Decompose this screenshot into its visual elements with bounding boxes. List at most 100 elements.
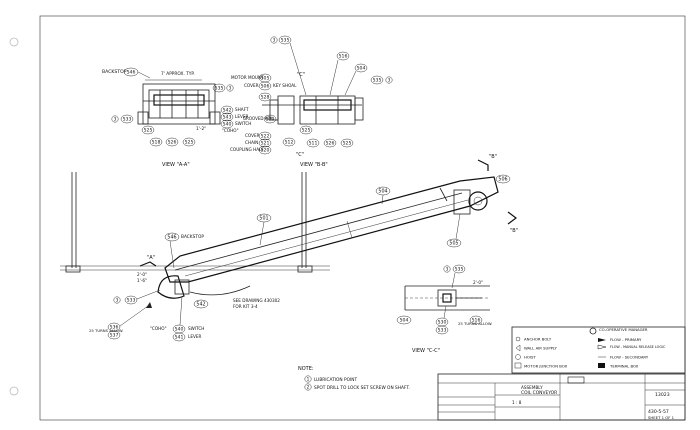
coho-label: "COHO" <box>222 128 239 133</box>
scale-value: 1 : 8 <box>512 400 522 405</box>
part-tag-520-oval <box>258 145 272 155</box>
legend-right-2: FLOW - SECONDARY <box>610 355 649 360</box>
leader-line <box>136 289 161 300</box>
part-tag-526-oval <box>165 137 179 147</box>
leader-line <box>455 213 461 240</box>
key-shoal-label: KEY SHOAL <box>273 83 297 88</box>
part-tag-542-oval <box>220 105 234 115</box>
note-circle <box>443 265 451 273</box>
section-mark-b <box>507 211 517 225</box>
part-tag-506: 506 <box>498 177 507 183</box>
part-tag-516: 516 <box>472 318 481 324</box>
leader-line <box>381 194 384 205</box>
part-tag-541-oval <box>172 332 186 342</box>
roller-housing <box>148 89 210 119</box>
motor-mount-label: MOTOR MOUNT <box>231 75 264 80</box>
part-tag-511-oval <box>306 138 320 148</box>
anchor-bolt-icon <box>515 336 521 342</box>
note-circle <box>385 76 393 84</box>
bearing-left <box>137 111 149 125</box>
company-logo <box>567 376 585 384</box>
part-tag-529-oval <box>263 114 277 124</box>
drive-motor-box <box>453 189 471 215</box>
coupling <box>269 99 279 121</box>
part-tag-525b-oval <box>340 138 354 148</box>
part-tag-535: 535 <box>215 86 224 92</box>
note-2-text: SPOT DRILL TO LOCK SET SCREW ON SHAFT. <box>314 385 410 391</box>
leader-line <box>119 305 149 327</box>
part-tag-535-oval <box>212 83 226 93</box>
part-tag-525: 525 <box>144 128 153 134</box>
part-tag-528-oval <box>258 92 272 102</box>
part-tag-525-oval <box>141 125 155 135</box>
part-tag-542-oval <box>193 299 209 309</box>
section-c-label-bottom: "C" <box>296 152 304 158</box>
legend-right-1: FLOW - MANUAL RELEASE LOGIC <box>610 345 666 349</box>
leader-line <box>289 42 307 96</box>
flow-manual-icon <box>597 344 607 350</box>
binder-hole-top <box>9 37 19 47</box>
note-circle <box>226 84 234 92</box>
leader-line <box>179 295 183 326</box>
note-circle <box>113 296 121 304</box>
conveyor-frame <box>164 176 499 283</box>
part-tag-535-oval <box>278 35 292 45</box>
shaft-label: SHAFT <box>235 107 249 112</box>
company-logo-circle <box>589 327 597 335</box>
title-block: ASSEMBLY COIL CONVEYOR 1 : 8 13023 430-5… <box>437 373 686 421</box>
part-tag-525: 525 <box>343 141 352 147</box>
part-tag-520: 520 <box>261 148 270 154</box>
part-tag-504: 504 <box>378 189 387 195</box>
frame-joint <box>439 187 448 202</box>
note-number-3: 3 <box>273 38 276 44</box>
leader-line <box>137 71 151 79</box>
note-1-number: 1 <box>307 377 310 383</box>
note-number-3: 3 <box>114 117 117 123</box>
part-tag-518: 518 <box>152 140 161 146</box>
junction-box-icon <box>514 362 522 369</box>
part-tag-546-oval <box>164 232 180 242</box>
cover-2-label: COVER <box>245 133 260 138</box>
tail-bracket <box>174 279 190 295</box>
part-tag-516-oval <box>469 315 483 325</box>
head-pulley <box>468 191 488 211</box>
section-mark-b <box>477 159 489 171</box>
part-tag-543-oval <box>220 112 234 122</box>
part-tag-537-oval <box>107 330 121 340</box>
part-tag-542: 542 <box>196 302 205 308</box>
grooved-key-label: GROOVED KEY <box>243 116 273 121</box>
part-tag-535: 535 <box>281 38 290 44</box>
leader-line <box>344 70 357 96</box>
binder-hole-bottom <box>9 386 19 396</box>
head-pulley-hub <box>473 196 483 206</box>
leader-arrow <box>146 302 152 308</box>
part-tag-540-oval <box>220 119 234 129</box>
section-c-label-top: "C" <box>297 72 305 78</box>
lever-arm <box>189 285 251 296</box>
part-tag-536: 536 <box>110 325 119 331</box>
frame-joint <box>346 220 353 239</box>
gear-motor <box>277 95 295 125</box>
legend-right-0: FLOW - PRIMARY <box>610 337 642 342</box>
part-tag-505: 505 <box>261 76 270 82</box>
notes-block: NOTE: 1 LUBRICATION POINT 2 SPOT DRILL T… <box>298 366 410 391</box>
turns-allow-label: 25 TURNS ALLOW. <box>458 321 492 326</box>
switch-label: SWITCH <box>235 121 251 126</box>
part-tag-537: 537 <box>110 333 119 339</box>
view-b-b: MOTOR MOUNT 505 COVER 506 KEY SHOAL 3 53… <box>220 35 393 168</box>
note-number-3: 3 <box>116 298 119 304</box>
view-a-a-title: VIEW "A-A" <box>162 162 190 168</box>
part-tag-546: 546 <box>167 235 176 241</box>
flow-primary-icon <box>598 338 606 342</box>
company-label: CO-OPERATIVE MANAGER <box>599 327 648 332</box>
dimension-1-6: 1'-6" <box>137 278 147 283</box>
view-a-a: BACKSTOP 546 7' APPROX. TYP. 535 3 1'-2"… <box>102 67 234 168</box>
part-tag-516: 516 <box>339 54 348 60</box>
dimension-1-2: 1'-2" <box>196 126 206 132</box>
part-tag-504: 504 <box>400 318 409 324</box>
terminal-box-icon <box>598 363 605 368</box>
section-b-label-2: "B" <box>510 228 518 234</box>
part-tag-504-oval <box>396 315 412 325</box>
dimension-2-0: 2'-0" <box>137 272 147 277</box>
